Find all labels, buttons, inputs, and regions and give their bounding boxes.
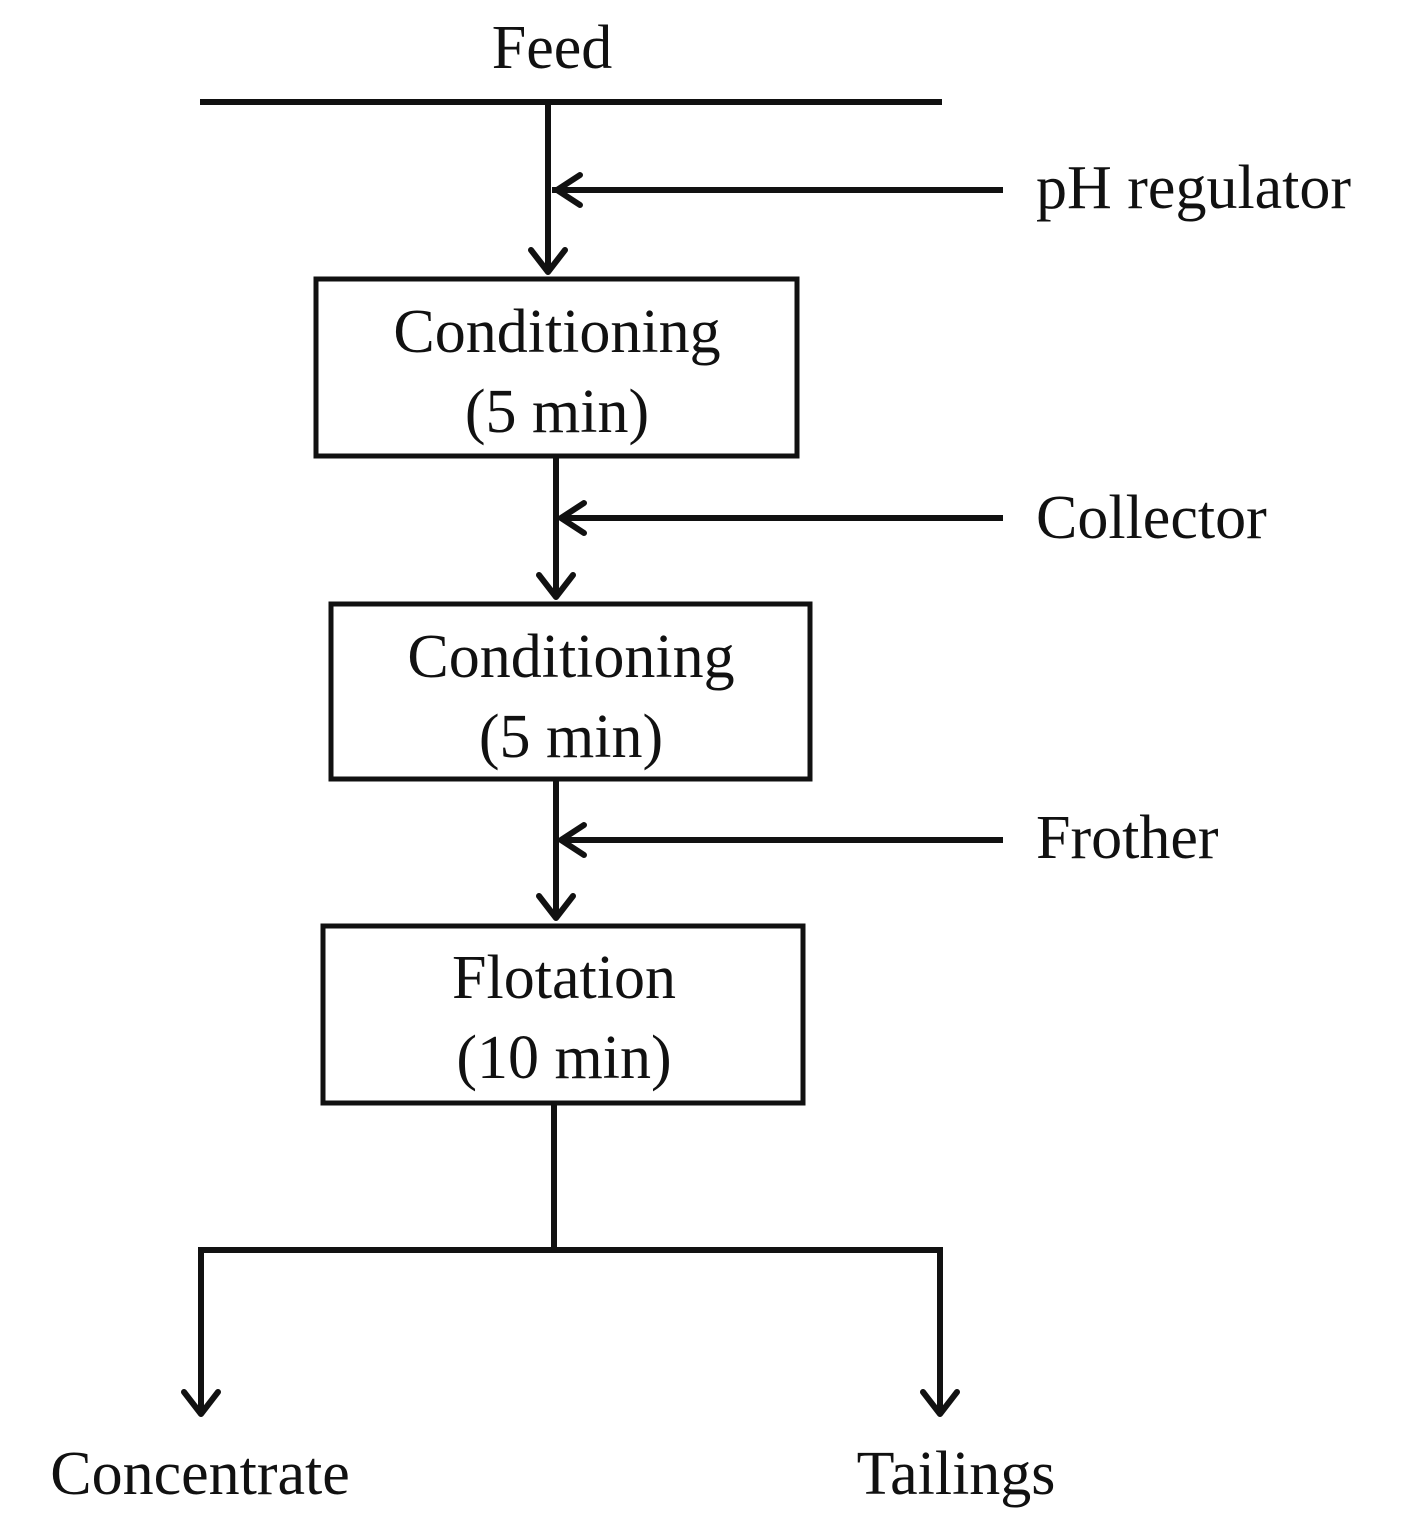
conditioning-1-to-2-arrowhead xyxy=(536,572,576,600)
conditioning-2-title: Conditioning xyxy=(407,623,734,691)
flotation-box xyxy=(320,923,806,1106)
conditioning-1-duration: (5 min) xyxy=(465,378,649,446)
feed-to-conditioning-1-arrowhead xyxy=(528,247,568,275)
concentrate-arrowhead xyxy=(181,1389,221,1417)
flotation-title: Flotation xyxy=(452,944,676,1012)
conditioning-1-box xyxy=(313,276,800,459)
ph-regulator-arrowhead xyxy=(554,172,583,208)
frother-label: Frother xyxy=(1036,804,1219,872)
tailings-label: Tailings xyxy=(857,1440,1056,1508)
conditioning-1-title: Conditioning xyxy=(393,298,720,366)
conditioning-2-duration: (5 min) xyxy=(479,703,663,771)
feed-label: Feed xyxy=(492,14,613,82)
concentrate-label: Concentrate xyxy=(50,1440,350,1508)
conditioning-2-box xyxy=(328,601,813,782)
collector-label: Collector xyxy=(1036,484,1267,552)
frother-arrowhead xyxy=(558,822,587,858)
flotation-duration: (10 min) xyxy=(456,1024,671,1092)
tailings-arrowhead xyxy=(920,1389,960,1417)
collector-arrowhead xyxy=(558,500,587,536)
ph-regulator-label: pH regulator xyxy=(1036,154,1351,222)
conditioning-2-to-flotation-arrowhead xyxy=(536,893,576,921)
